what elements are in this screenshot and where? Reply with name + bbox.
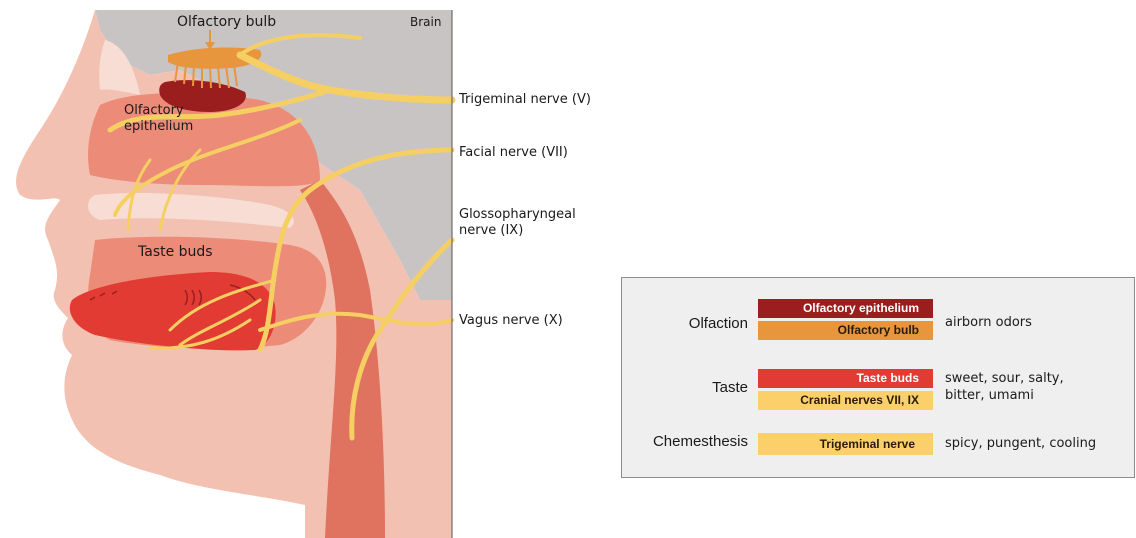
senses-legend: Olfaction Olfactory epithelium Olfactory… [621,277,1135,478]
label-olfactory-bulb: Olfactory bulb [177,14,276,30]
legend-bar-cranial-nerves: Cranial nerves VII, IX [758,391,933,410]
legend-desc-olfaction: airborn odors [945,314,1125,331]
label-facial-nerve: Facial nerve (VII) [459,145,568,161]
label-olfactory-epithelium: Olfactory epithelium [124,103,214,135]
legend-bar-olfactory-bulb: Olfactory bulb [758,321,933,340]
label-brain: Brain [410,14,441,30]
label-vagus-nerve: Vagus nerve (X) [459,313,563,329]
legend-desc-taste: sweet, sour, salty, bitter, umami [945,370,1095,404]
label-glossopharyngeal-nerve: Glossopharyngeal nerve (IX) [459,207,599,239]
legend-sense-chemesthesis: Chemesthesis [622,433,748,450]
legend-bar-trigeminal-nerve: Trigeminal nerve [758,433,933,455]
legend-sense-taste: Taste [642,379,748,396]
legend-sense-olfaction: Olfaction [642,315,748,332]
label-trigeminal-nerve: Trigeminal nerve (V) [459,92,591,108]
label-taste-buds: Taste buds [138,244,213,260]
legend-desc-chemesthesis: spicy, pungent, cooling [945,435,1135,452]
head-cross-section-illustration [0,0,460,538]
legend-bar-taste-buds: Taste buds [758,369,933,388]
legend-bar-olfactory-epithelium: Olfactory epithelium [758,299,933,318]
